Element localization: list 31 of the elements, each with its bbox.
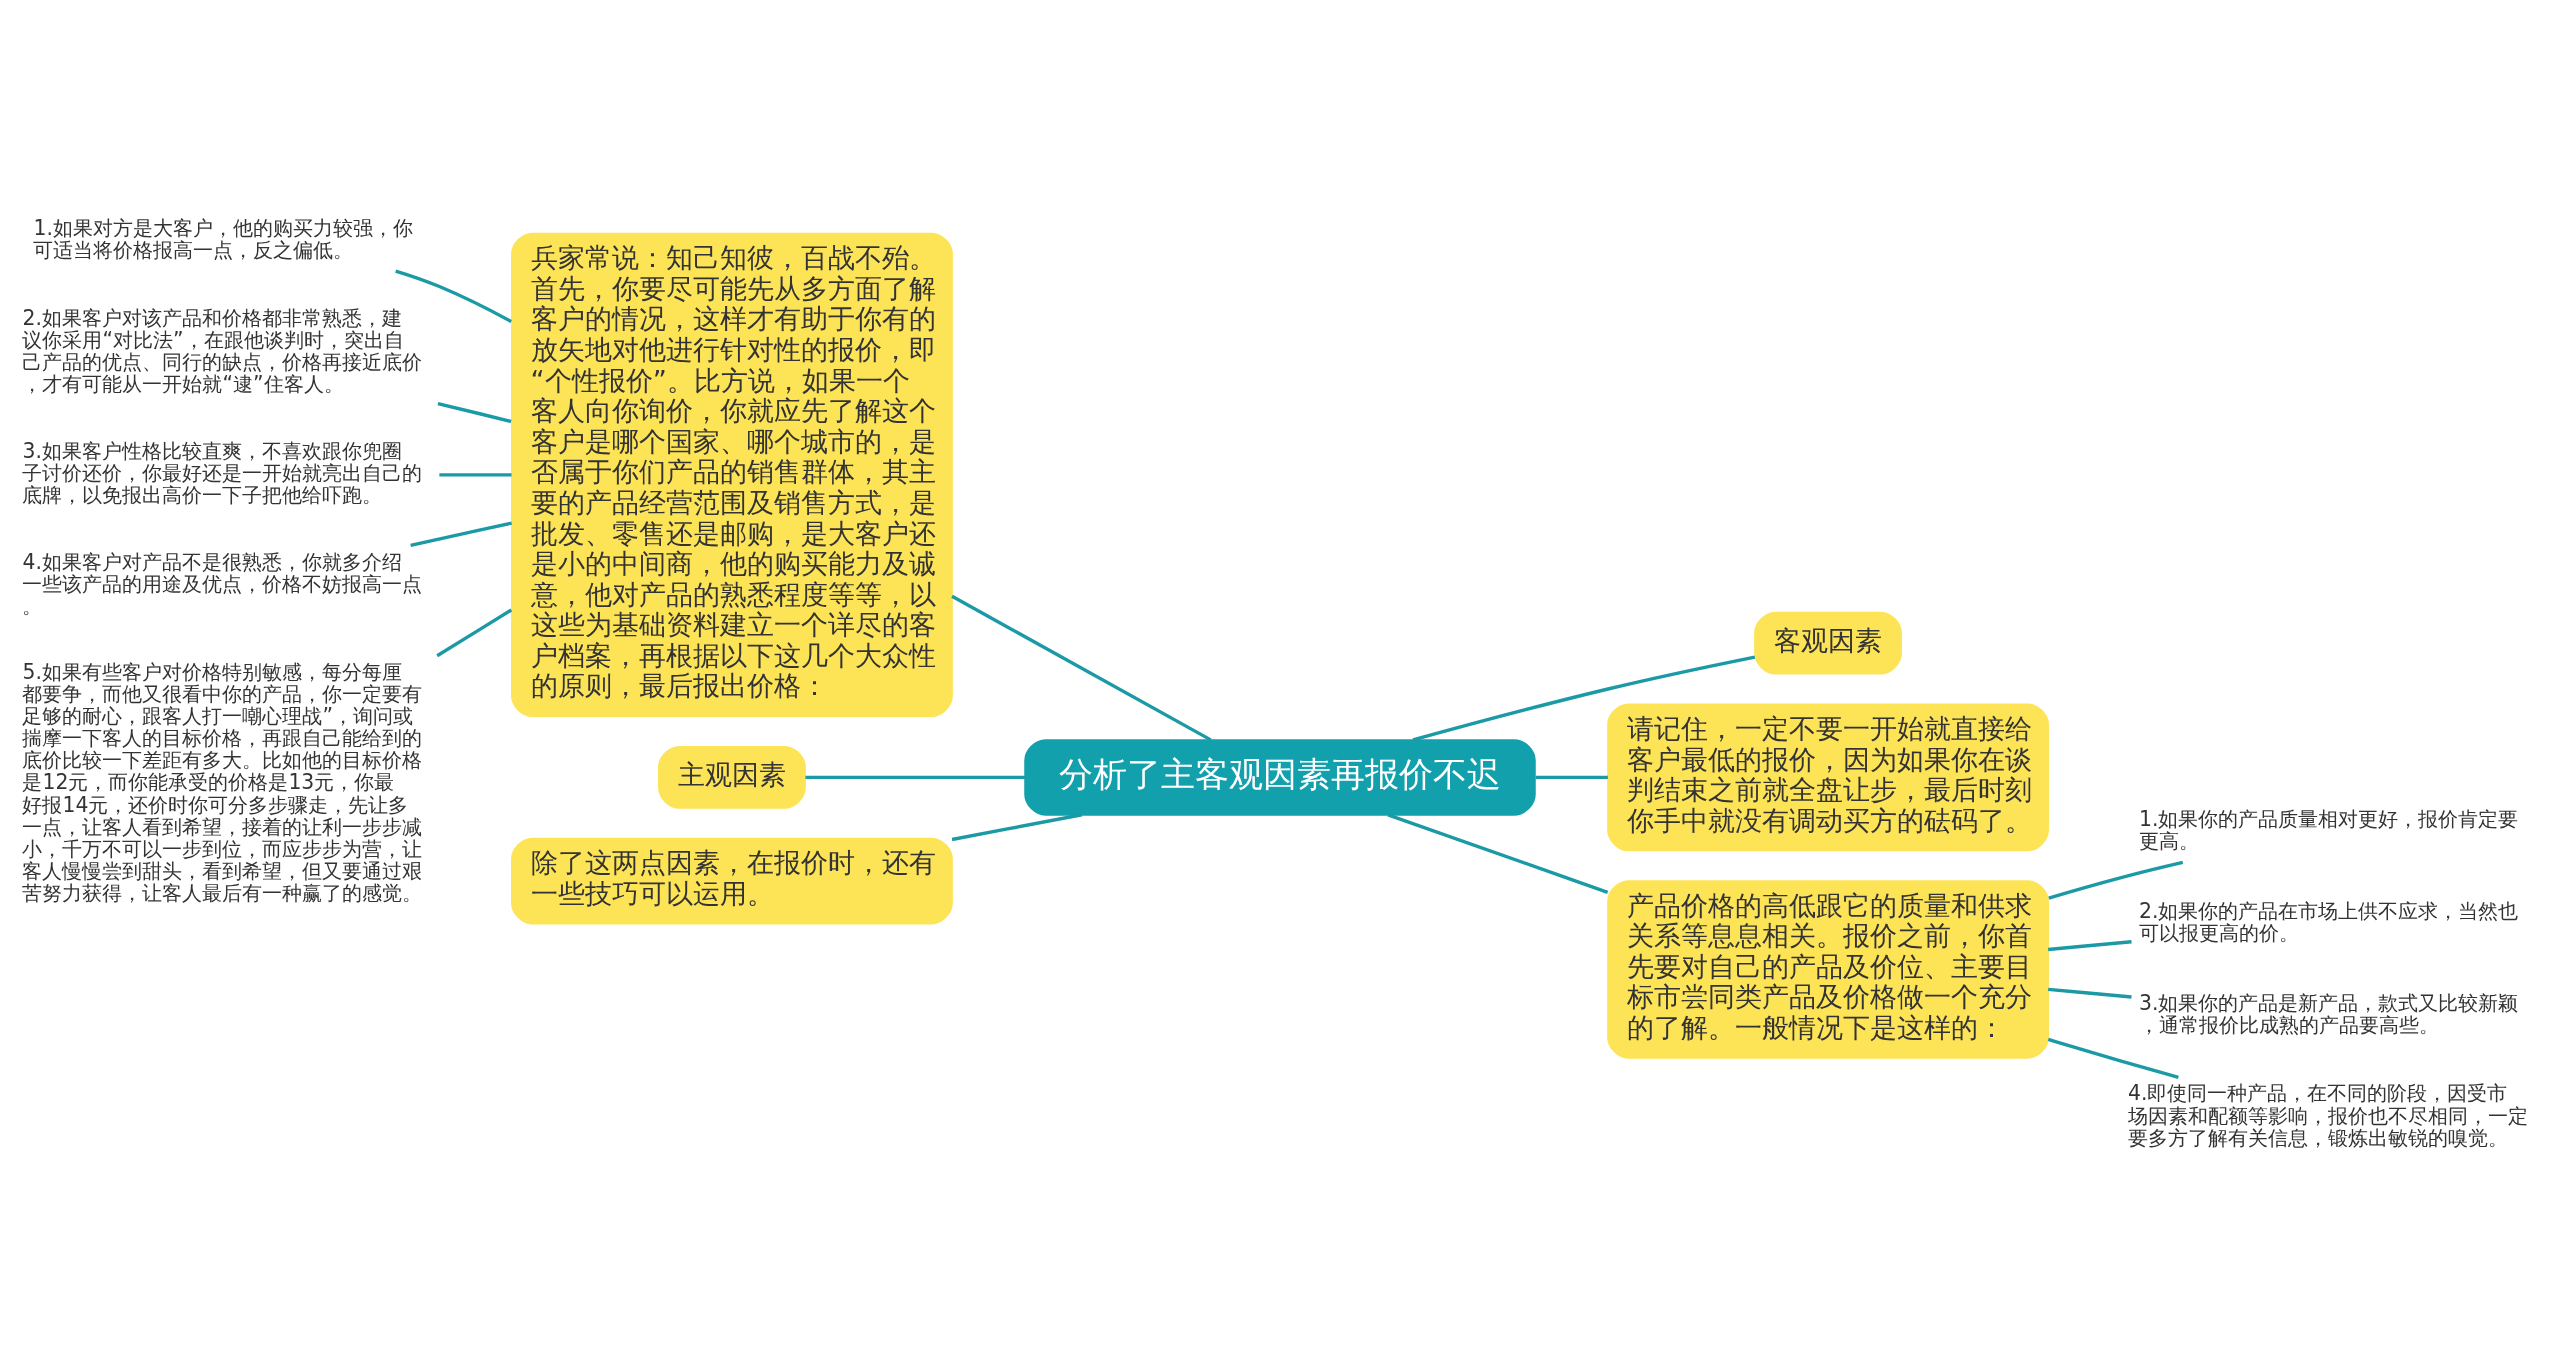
connector — [439, 472, 512, 477]
node-text: 1.如果你的产品质量相对更好，报价肯定要更高。 — [2139, 806, 2519, 853]
connector — [951, 594, 1212, 741]
node-box: 主观因素 — [658, 745, 806, 809]
connector — [1412, 654, 1756, 742]
connector — [436, 608, 513, 657]
node-box: 除了这两点因素，在报价时，还有一些技巧可以运用。 — [511, 837, 953, 924]
connector — [2047, 1037, 2179, 1079]
node-text: 1.如果对方是大客户，他的购买力较强，你可适当将价格报高一点，反之偏低。 — [33, 215, 413, 262]
node-text: 5.如果有些客户对价格特别敏感，每分每厘都要争，而他又很看中你的产品，你一定要有足够的耐心，跟客人打一嘲心理战”，询问或揣摩一下客人的目标价格，再跟自己能给到的底价比较一下差距有多大。比如他的目标价格是12元，而你能承受的价格是13元，你最好报14元，还价时你可分多步骤走，先让多一点，让客人看到希望，接着的让利一步步减小，千万不可以一步到位，而应步步为营，让客人慢慢尝到甜头，看到希望，但又要通过艰苦努力获得，让客人最后有一种赢了的感觉。 — [22, 659, 423, 905]
node-text: 3.如果客户性格比较直爽，不喜欢跟你兜圈子讨价还价，你最好还是一开始就亮出自己的底牌，以免报出高价一下子把他给吓跑。 — [22, 438, 423, 507]
connector — [1387, 812, 1609, 894]
node-box: 分析了主客观因素再报价不迟 — [1024, 738, 1536, 816]
connector — [410, 520, 512, 547]
connector — [395, 268, 513, 323]
node-text: 3.如果你的产品是新产品，款式又比较新颖，通常报价比成熟的产品要高些。 — [2139, 990, 2519, 1037]
connector — [437, 401, 512, 423]
node-text: 2.如果客户对该产品和价格都非常熟悉，建议你采用“对比法”，在跟他谈判时，突出自己产品的优点、同行的缺点，价格再接近底价，才有可能从一开始就“逮”住客人。 — [22, 305, 423, 396]
connector — [1535, 775, 1608, 779]
node-box: 产品价格的高低跟它的质量和供求关系等息息相关。报价之前，你首先要对自己的产品及价位、主要目标市尝同类产品及价格做一个充分的了解。一般情况下是这样的： — [1607, 879, 2049, 1059]
connector — [951, 812, 1083, 841]
node-box: 请记住，一定不要一开始就直接给客户最低的报价，因为如果你在谈判结束之前就全盘让步，最后时刻你手中就没有调动买方的砝码了。 — [1607, 702, 2049, 851]
node-text: 4.如果客户对产品不是很熟悉，你就多介绍一些该产品的用途及优点，价格不妨报高一点。 — [22, 549, 423, 618]
node-text: 2.如果你的产品在市场上供不应求，当然也可以报更高的价。 — [2139, 898, 2519, 945]
node-box: 兵家常说：知己知彼，百战不殆。首先，你要尽可能先从多方面了解客户的情况，这样才有助于你有的放矢地对他进行针对性的报价，即“个性报价”。比方说，如果一个客人向你询价，你就应先了解这个客户是哪个国家、哪个城市的，是否属于你们产品的销售群体，其主要的产品经营范围及销售方式，是批发、零售还是邮购，是大客户还是小的中间商，他的购买能力及诚意，他对产品的熟悉程度等等，以这些为基础资料建立一个详尽的客户档案，再根据以下这几个大众性的原则，最后报出价格： — [511, 232, 953, 717]
connector — [2048, 860, 2184, 900]
node-text: 4.即使同一种产品，在不同的阶段，因受市场因素和配额等影响，报价也不尽相同，一定要多方了解有关信息，锻炼出敏锐的嗅觉。 — [2127, 1080, 2528, 1150]
connector — [2048, 987, 2132, 999]
connector — [805, 775, 1025, 779]
connector — [2048, 939, 2132, 951]
node-box: 客观因素 — [1754, 611, 1902, 675]
